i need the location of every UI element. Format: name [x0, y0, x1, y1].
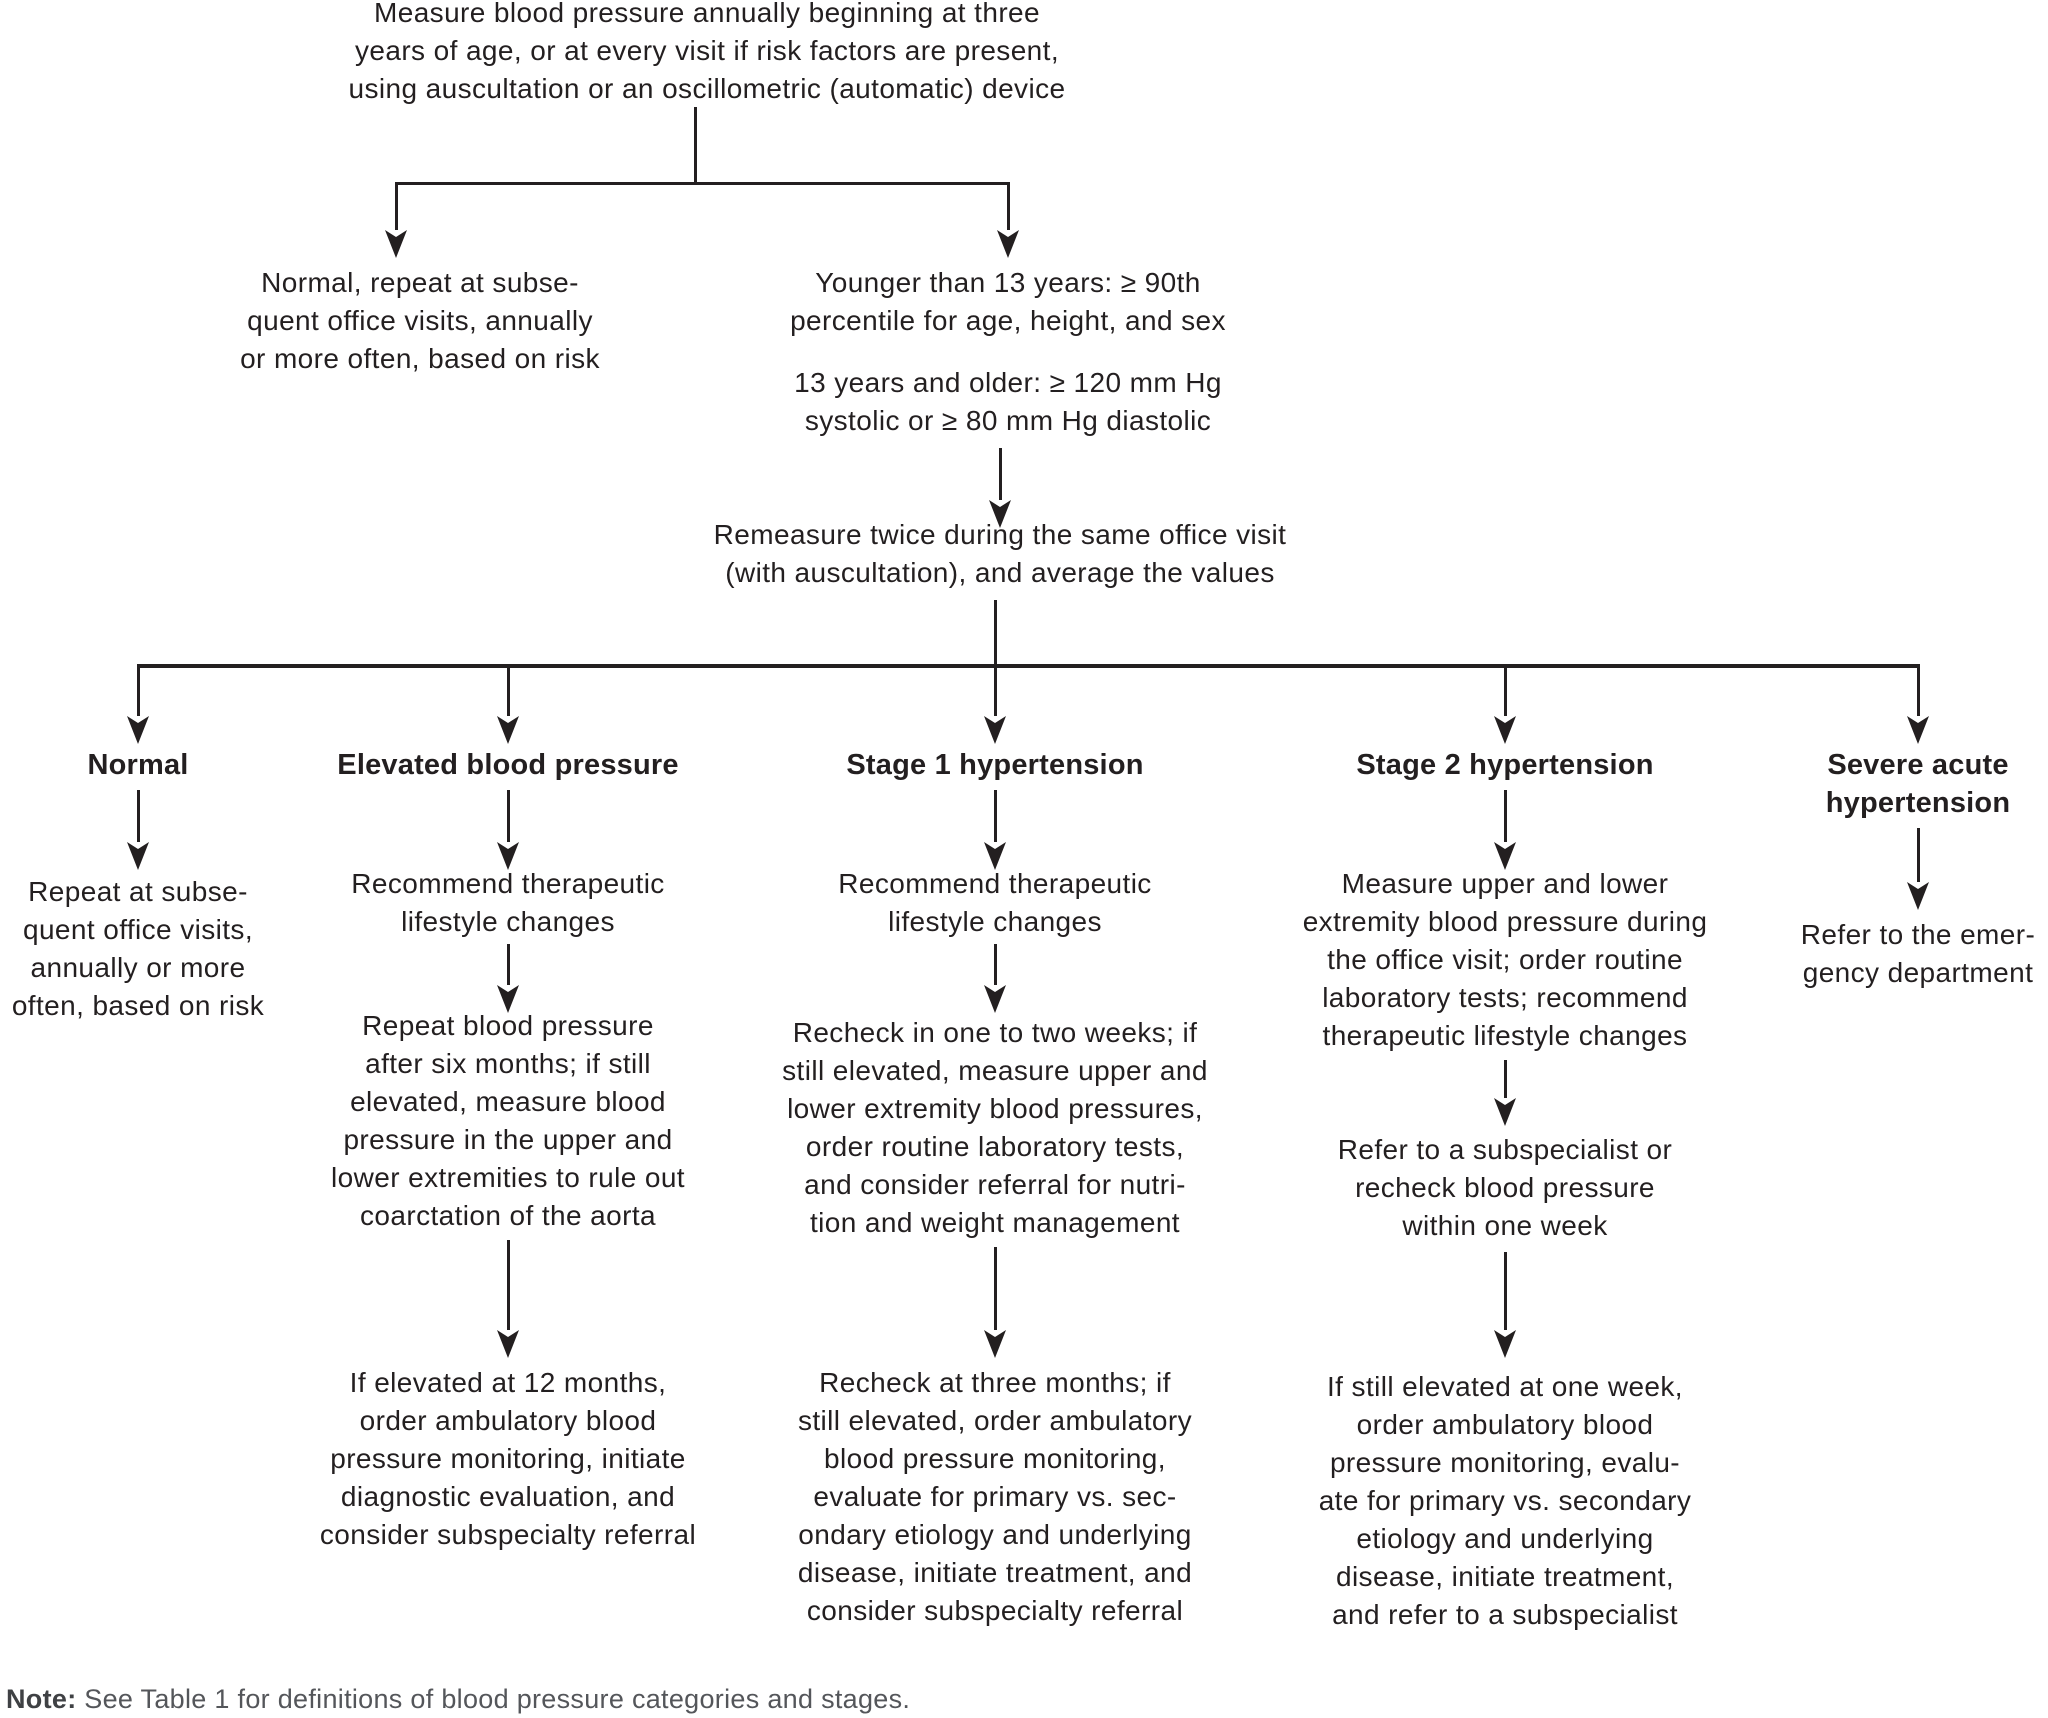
- arrow-stage1-step1: [984, 790, 1006, 870]
- arrow-down-to-category-severe: [1907, 666, 1929, 744]
- arrow-stage2-step2: [1494, 1060, 1516, 1126]
- arrowhead-icon: [385, 230, 407, 258]
- arrowhead-icon: [1494, 716, 1516, 744]
- footnote: Note: See Table 1 for definitions of blo…: [6, 1680, 910, 1718]
- arrow-severe-step1: [1907, 828, 1929, 910]
- category-stage2-step-1: Measure upper and lower extremity blood …: [1302, 868, 1708, 1051]
- arrow-down-to-category-stage2: [1494, 666, 1516, 744]
- arrowhead-icon: [497, 716, 519, 744]
- category-header-severe: Severe acute hypertension: [1825, 749, 2011, 819]
- category-elevated-step-1: Recommend therapeutic lifestyle changes: [351, 868, 665, 937]
- branch-threshold-young-node: Younger than 13 years: ≥ 90th percentile…: [790, 267, 1226, 336]
- category-normal-step-1: Repeat at subse- quent office visits, an…: [11, 876, 265, 1021]
- arrow-normal-step1: [127, 790, 149, 870]
- category-elevated-step-3: If elevated at 12 months, order ambulato…: [319, 1367, 697, 1550]
- arrowhead-icon: [1907, 716, 1929, 744]
- arrow-stage1-step3: [984, 1247, 1006, 1358]
- arrowhead-icon: [1494, 1098, 1516, 1126]
- arrow-down-to-category-elevated: [497, 666, 519, 744]
- arrow-down-to-threshold-branch: [997, 182, 1019, 258]
- arrowhead-icon: [984, 842, 1006, 870]
- arrowhead-icon: [989, 500, 1011, 528]
- arrow-elevated-step3: [497, 1240, 519, 1358]
- connector-stem-top: [694, 107, 697, 182]
- category-header-normal: Normal: [87, 749, 189, 781]
- arrow-stage2-step1: [1494, 790, 1516, 870]
- connector-stem-remeasure: [994, 600, 997, 666]
- category-stage2-step-3: If still elevated at one week, order amb…: [1318, 1371, 1692, 1630]
- category-header-stage2: Stage 2 hypertension: [1356, 749, 1654, 781]
- arrowhead-icon: [497, 1330, 519, 1358]
- connector-bar-first-split: [396, 182, 1010, 185]
- arrowhead-icon: [997, 230, 1019, 258]
- branch-threshold-older-node: 13 years and older: ≥ 120 mm Hg systolic…: [794, 367, 1222, 436]
- arrowhead-icon: [127, 842, 149, 870]
- category-header-elevated: Elevated blood pressure: [337, 749, 679, 781]
- arrow-down-to-normal-branch: [385, 182, 407, 258]
- arrow-down-to-category-stage1: [984, 666, 1006, 744]
- arrow-elevated-step2: [497, 944, 519, 1013]
- arrowhead-icon: [984, 716, 1006, 744]
- category-header-stage1: Stage 1 hypertension: [846, 749, 1144, 781]
- arrow-stage1-step2: [984, 944, 1006, 1013]
- arrow-elevated-step1: [497, 790, 519, 870]
- arrowhead-icon: [497, 842, 519, 870]
- arrowhead-icon: [497, 985, 519, 1013]
- category-severe-step-1: Refer to the emer- gency department: [1800, 919, 2036, 988]
- arrow-stage2-step3: [1494, 1252, 1516, 1358]
- remeasure-node: Remeasure twice during the same office v…: [713, 519, 1287, 588]
- category-stage1-step-2: Recheck in one to two weeks; if still el…: [782, 1017, 1208, 1238]
- category-stage2-step-2: Refer to a subspecialist or recheck bloo…: [1337, 1134, 1673, 1241]
- arrow-down-to-category-normal: [127, 666, 149, 744]
- arrowhead-icon: [1494, 842, 1516, 870]
- arrowhead-icon: [1907, 882, 1929, 910]
- start-node: Measure blood pressure annually beginnin…: [348, 0, 1066, 104]
- arrowhead-icon: [127, 716, 149, 744]
- arrowhead-icon: [984, 1330, 1006, 1358]
- footnote-text: See Table 1 for definitions of blood pre…: [76, 1684, 911, 1714]
- category-elevated-step-2: Repeat blood pressure after six months; …: [331, 1010, 685, 1231]
- arrowhead-icon: [1494, 1330, 1516, 1358]
- footnote-label: Note:: [6, 1684, 77, 1714]
- branch-normal-node: Normal, repeat at subse- quent office vi…: [240, 267, 600, 374]
- arrowhead-icon: [984, 985, 1006, 1013]
- arrow-down-to-remeasure: [989, 448, 1011, 528]
- category-stage1-step-3: Recheck at three months; if still elevat…: [797, 1367, 1193, 1626]
- connector-bar-main-split: [137, 664, 1920, 668]
- category-stage1-step-1: Recommend therapeutic lifestyle changes: [838, 868, 1152, 937]
